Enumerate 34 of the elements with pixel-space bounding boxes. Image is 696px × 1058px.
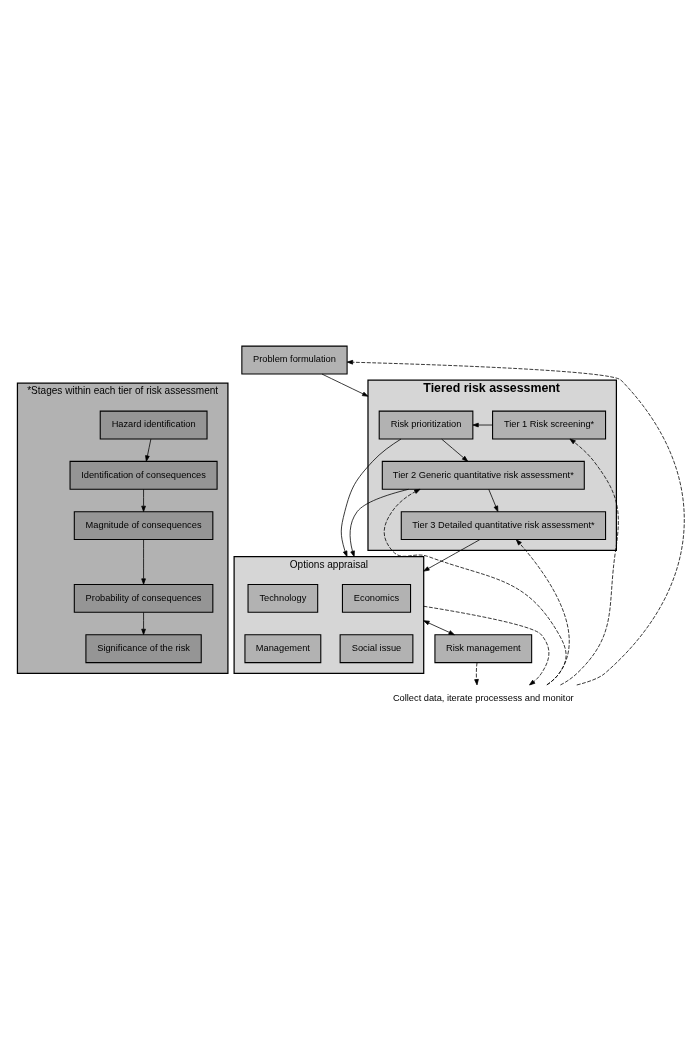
node-box: Tier 1 Risk screening* [492, 410, 607, 439]
arrow [141, 611, 146, 635]
arrow [423, 605, 550, 685]
node-box: Problem formulation [241, 345, 348, 374]
node-box: Risk prioritization [378, 410, 474, 439]
node-box: Hazard identification [99, 410, 208, 439]
node-box: Social issue [339, 633, 414, 663]
arrow [145, 438, 152, 462]
node-box: Management [244, 633, 322, 663]
node-box: Tier 2 Generic quantitative risk assessment* [381, 460, 585, 490]
node-box: Probability of consequences [73, 583, 214, 613]
arrow [423, 538, 481, 571]
node-box: Risk management [434, 633, 533, 663]
node-box: Identification of consequences [69, 460, 218, 490]
arrow [141, 538, 146, 585]
arrow [340, 438, 402, 557]
arrow [560, 438, 619, 685]
arrow [515, 538, 570, 685]
node-box: Magnitude of consequences [73, 510, 214, 540]
arrow [488, 488, 499, 512]
node-box: Technology [247, 583, 319, 613]
node-box: Economics [341, 583, 412, 613]
node-text: Collect data, iterate processess and monitor [392, 692, 574, 703]
arrow [383, 488, 567, 685]
arrow [441, 438, 469, 462]
arrow [346, 359, 685, 685]
arrow [141, 488, 146, 512]
node-box: Significance of the risk [85, 633, 202, 663]
node-box: Tier 3 Detailed quantitative risk assessment* [400, 510, 607, 540]
arrow [349, 488, 409, 557]
arrow [472, 422, 493, 427]
arrow [423, 619, 455, 635]
arrow [321, 373, 369, 397]
arrow [474, 661, 479, 685]
